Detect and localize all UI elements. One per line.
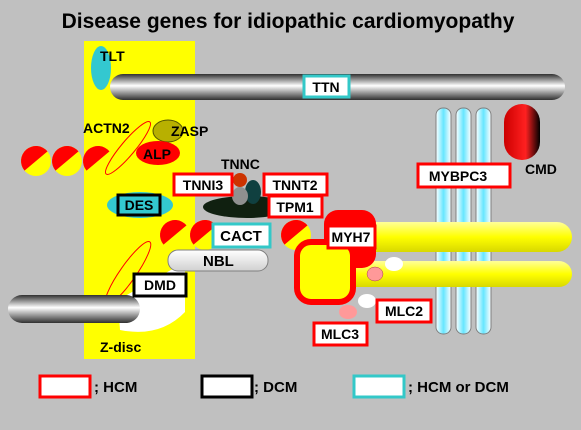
- des-oval: [107, 192, 173, 218]
- dmd-gene-label: DMD: [144, 277, 176, 293]
- mybpc3-gene-label: MYBPC3: [429, 168, 488, 184]
- diagram-title: Disease genes for idiopathic cardiomyopa…: [62, 10, 515, 33]
- tnnc-dot: [233, 173, 247, 187]
- tlt-label: TLT: [100, 48, 125, 64]
- troponin-t-shape: [245, 180, 261, 204]
- cmd-pill: [504, 104, 540, 160]
- legend-hcm-label: ; HCM: [94, 379, 137, 396]
- myh7-gene-label: MYH7: [332, 229, 371, 245]
- light-chain: [339, 305, 357, 319]
- tnni3-gene-box: [172, 172, 234, 197]
- legend-hcm-or-dcm-swatch: [352, 374, 406, 399]
- cmd-label: CMD: [525, 161, 557, 177]
- mlc2-gene-box: [375, 298, 433, 324]
- mlc2-gene-label: MLC2: [385, 303, 423, 319]
- dmd-gene-box: [132, 272, 188, 298]
- tpm1-gene-label: TPM1: [276, 199, 314, 215]
- legend-dcm-swatch: [200, 374, 254, 399]
- ttn-gene-box: [302, 74, 351, 99]
- troponin-i-shape: [232, 187, 248, 205]
- actin-filament-top: [21, 146, 113, 176]
- mybpc-pillar: [455, 107, 472, 335]
- alp-oval: [136, 141, 180, 165]
- ttn-gene-label: TTN: [312, 79, 339, 95]
- legend-dcm-label: ; DCM: [254, 379, 297, 396]
- myosin-rod-upper: [340, 222, 572, 252]
- alp-label: ALP: [143, 146, 171, 162]
- light-chain: [366, 266, 384, 282]
- des-gene-label: DES: [125, 197, 154, 213]
- tpm1-gene-box: [267, 194, 324, 219]
- cact-gene-label: CACT: [220, 228, 262, 245]
- actn2-stick: [104, 121, 152, 175]
- zasp-oval: [152, 119, 184, 143]
- mybpc3-gene-box: [416, 162, 512, 189]
- legend-hcm-swatch: [38, 374, 92, 399]
- actn2-label: ACTN2: [83, 120, 130, 136]
- cact-gene-box: [211, 222, 272, 249]
- zasp-label: ZASP: [171, 123, 208, 139]
- myosin-head: [294, 239, 356, 305]
- legend: ; HCM ; DCM ; HCM or DCM: [38, 374, 509, 399]
- z-disc-label: Z-disc: [100, 339, 141, 355]
- tnni3-gene-label: TNNI3: [183, 177, 224, 193]
- light-chain: [385, 257, 403, 271]
- mybpc-pillar: [475, 107, 492, 335]
- nbl-label: NBL: [203, 253, 234, 270]
- mlc3-gene-label: MLC3: [321, 326, 359, 342]
- tlt-oval: [91, 46, 111, 90]
- legend-hcm-or-dcm-label: ; HCM or DCM: [408, 379, 509, 396]
- myh7-gene-box: [326, 224, 377, 250]
- des-gene-box: [116, 193, 162, 217]
- mybpc-pillar: [435, 107, 452, 335]
- lower-tube: [8, 295, 140, 323]
- nbl-pill: [167, 249, 269, 272]
- tnnc-label: TNNC: [221, 156, 260, 172]
- tnnt2-gene-label: TNNT2: [272, 177, 317, 193]
- light-chain: [358, 294, 376, 308]
- mlc3-gene-box: [312, 321, 369, 347]
